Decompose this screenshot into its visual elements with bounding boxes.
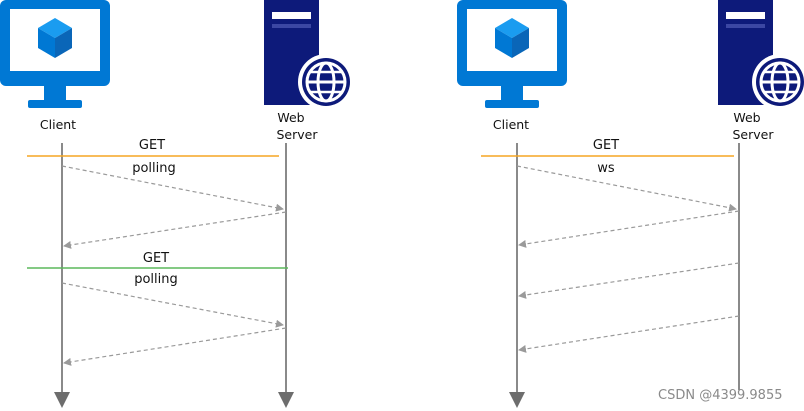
request-1-note: ws [597,161,615,176]
web-server-icon [716,0,804,112]
dashed-arrow [61,165,284,212]
server-label-line2: Server [733,127,775,142]
left-panel: Client Web Server GET polling GET pollin… [0,0,356,408]
dashed-arrow [516,165,737,212]
request-1-note: polling [132,161,176,176]
dashed-arrow [63,327,287,366]
request-2-method: GET [143,251,169,266]
client-label: Client [40,117,76,132]
request-1-method: GET [139,138,165,153]
dashed-arrow [518,210,740,248]
client-label: Client [493,117,529,132]
watermark: CSDN @4399.9855 [658,388,783,403]
server-label-line2: Server [277,127,319,142]
dashed-arrow [518,262,740,299]
client-monitor-icon [457,0,567,108]
client-monitor-icon [0,0,110,108]
right-panel: Client Web Server GET ws [457,0,804,408]
request-1-method: GET [593,138,619,153]
dashed-arrow [518,315,740,353]
server-label-line1: Web [277,110,304,125]
web-server-icon [262,0,356,112]
request-2-note: polling [134,272,178,287]
server-label-line1: Web [733,110,760,125]
dashed-arrow [63,211,287,249]
dashed-arrow [61,282,284,328]
